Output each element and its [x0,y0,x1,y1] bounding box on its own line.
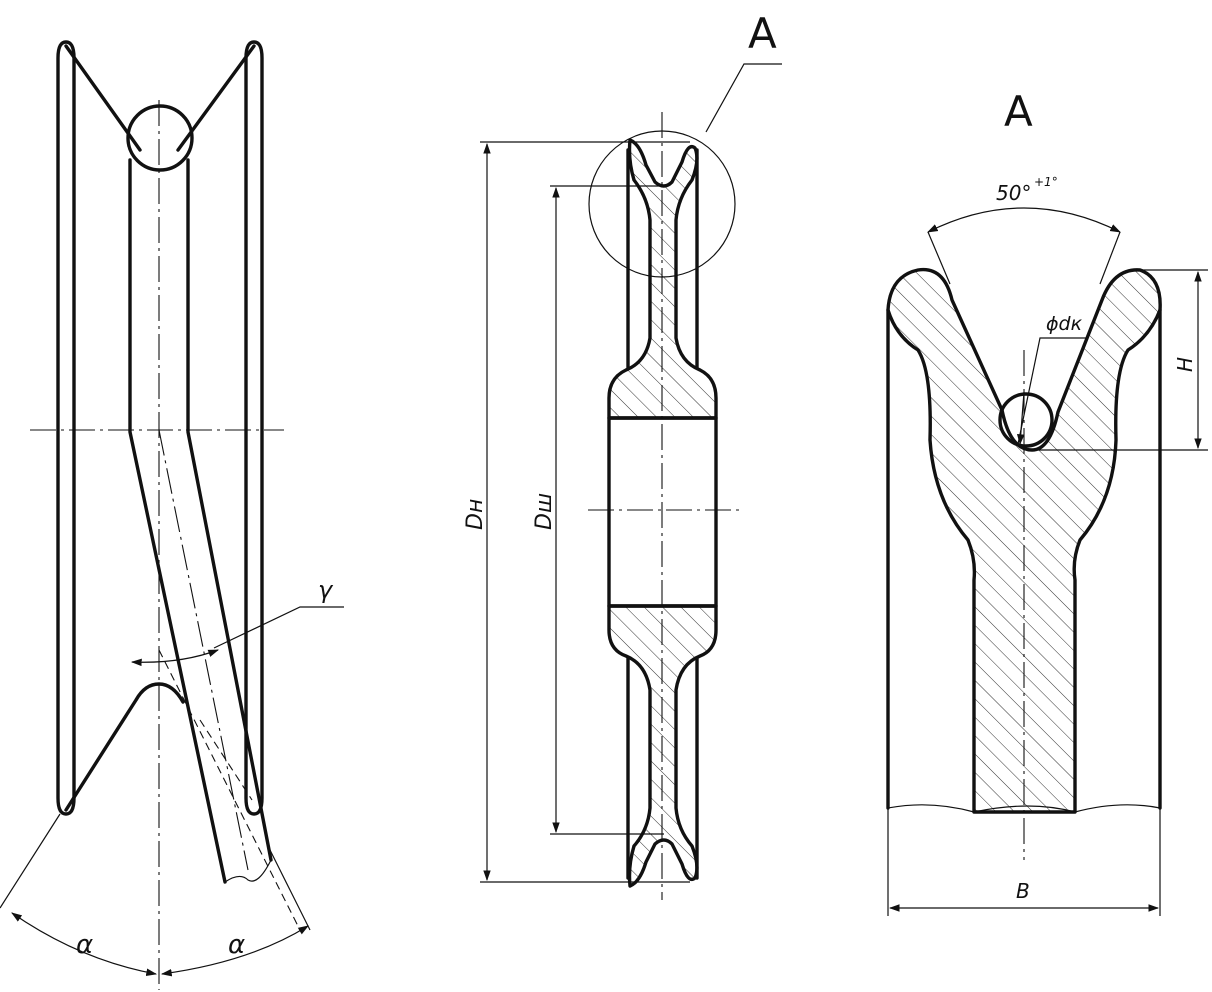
gamma-label: γ [318,576,334,604]
dsh-label: Dш [532,493,557,530]
gamma-leader [213,606,344,649]
alpha-arc-right [160,925,309,977]
rope-diameter-leader [1017,337,1088,445]
alpha-right-label: α [228,930,245,960]
break-line [887,804,1161,813]
alpha-arc-left [11,912,158,976]
view-a-title: A [1004,87,1033,136]
dn-label: Dн [463,499,488,530]
gamma-arc [130,649,220,667]
groove-angle-ext-left [927,231,951,285]
b-label: B [1016,879,1030,903]
groove-section [886,267,1162,814]
rope-straight-left [128,158,227,884]
left-view-rope-deflection: α α γ [0,40,344,990]
h-label: H [1173,357,1197,372]
deflected-axis [158,649,301,931]
alpha-left-label: α [76,930,93,960]
detail-a-circle [588,130,736,278]
rope-break [224,859,272,883]
groove-angle-tolerance: +1° [1034,175,1058,189]
groove-flank-top [64,44,256,152]
rope-diameter-arrow [1016,391,1025,446]
detail-a-leader [705,63,782,133]
rope-straight-right [186,158,273,862]
callout-a-label: A [748,9,777,58]
rim-outline [886,308,1162,810]
right-view-detail-a: A 50° +1° ϕdк H B [886,87,1208,916]
alpha-extension-left [0,813,61,909]
middle-view-section: A Dн Dш [463,9,782,900]
left-flange [56,40,76,816]
rope-hidden-edge [199,719,253,801]
right-flange [244,40,264,816]
groove-angle-ext-right [1099,231,1121,285]
groove-angle-arc [927,207,1121,233]
groove-flank-bottom [64,682,185,812]
groove-angle-label: 50° [996,181,1031,205]
rope-axis [158,429,249,871]
rope-circle [998,392,1054,448]
rope-diameter-label: ϕdк [1046,313,1083,335]
alpha-extension-right [267,845,311,931]
rope-section [126,104,194,172]
